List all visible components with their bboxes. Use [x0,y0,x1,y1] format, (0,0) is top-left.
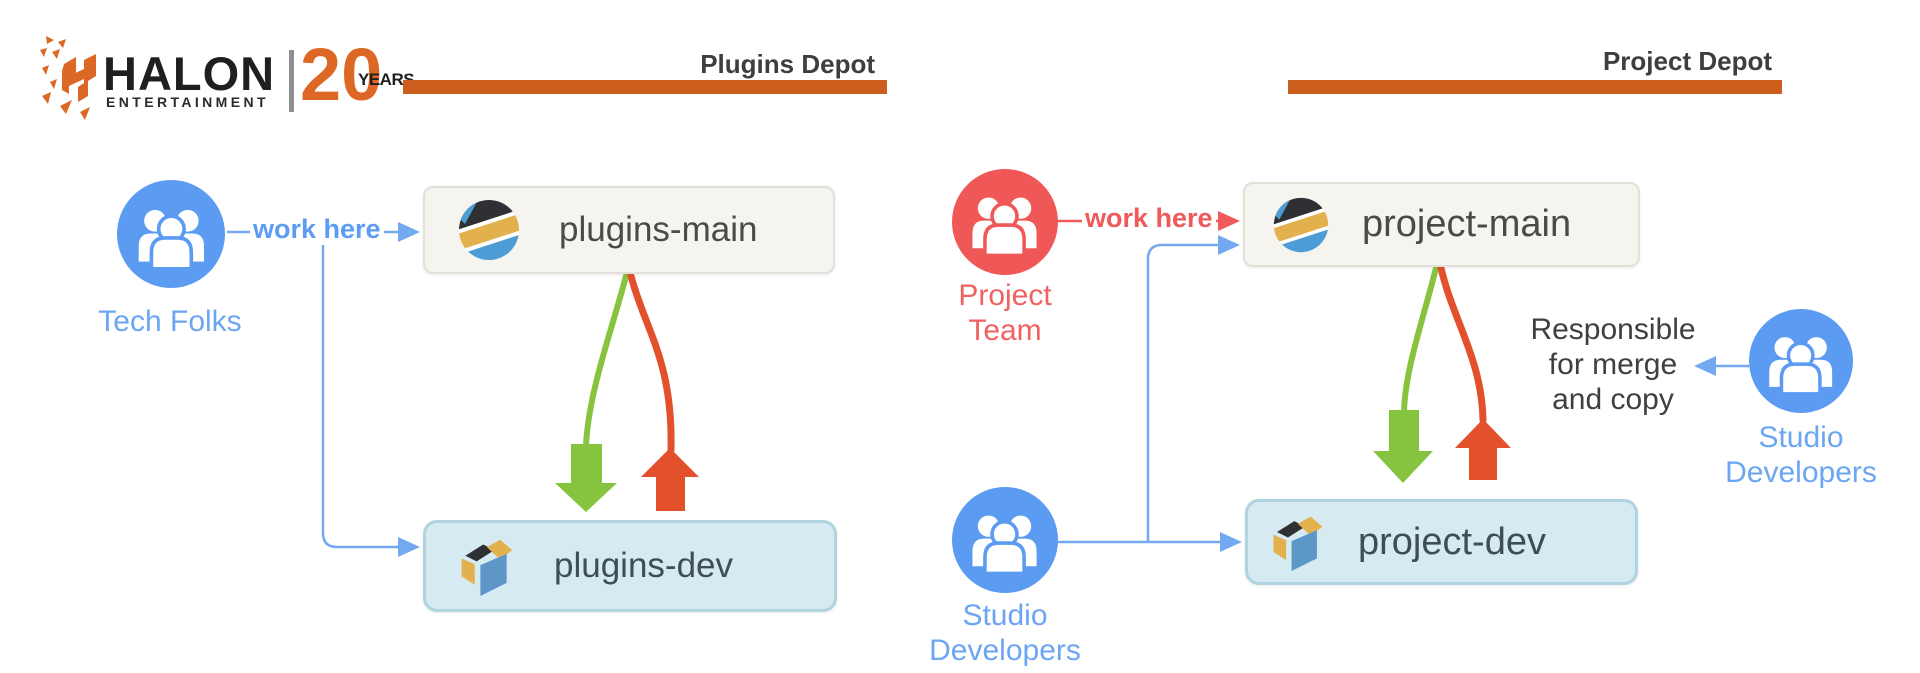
plugins-depot-title: Plugins Depot [700,49,875,79]
plugins-main-label: plugins-main [559,210,758,249]
plugins-dev-label: plugins-dev [554,546,733,585]
project-dev-label: project-dev [1358,520,1546,563]
anniversary-label: YEARS [358,70,415,89]
helix-globe-icon [1273,197,1329,252]
project-team-avatar [952,169,1058,275]
studio-developers-right-avatar [1749,309,1853,413]
plugins-dev-box: plugins-dev [423,520,837,612]
arrow-tech-folks-to-plugins-dev [321,233,420,557]
brand-name: HALON [103,47,276,100]
plugins-depot-bar [403,80,887,94]
people-icon [138,209,204,271]
anniversary-number: 20 [300,33,383,116]
arrow-studio-to-project-main [1146,235,1240,541]
green-merge-arrow-project [1373,265,1439,483]
studio-developers-bottom-label: Studio Developers [929,599,1081,667]
people-icon [972,197,1038,258]
helix-globe-icon [459,200,519,260]
work-here-label-plugins: work here [250,214,384,245]
studio-developers-right-label: Studio Developers [1725,421,1877,489]
tech-folks-avatar [117,180,225,288]
people-icon [972,515,1038,576]
brand-subtitle: ENTERTAINMENT [106,94,269,110]
merge-responsibility-note: Responsible for merge and copy [1530,313,1696,416]
plugins-main-box: plugins-main [423,186,835,274]
project-depot-bar [1288,80,1782,94]
project-team-label: Project Team [958,279,1052,347]
arrow-studio-to-project-dev [1058,532,1242,552]
red-copy-arrow-plugins [627,272,699,511]
red-copy-arrow-project [1437,264,1511,480]
project-depot-title: Project Depot [1602,46,1772,76]
logo-divider [289,50,294,112]
work-here-label-project: work here [1082,203,1216,234]
project-main-label: project-main [1362,203,1572,245]
arrow-studio-right-to-note [1694,356,1749,376]
green-merge-arrow-plugins [555,273,629,512]
studio-developers-bottom-avatar [952,487,1058,593]
project-dev-box: project-dev [1245,499,1638,585]
halon-flame-icon [40,36,96,120]
helix-stream-icon [1273,516,1323,571]
tech-folks-label: Tech Folks [98,305,242,338]
people-icon [1769,337,1833,396]
halon-logo: HALON ENTERTAINMENT 20 YEARS [36,32,416,132]
helix-stream-icon [461,539,513,596]
project-main-box: project-main [1243,182,1640,267]
